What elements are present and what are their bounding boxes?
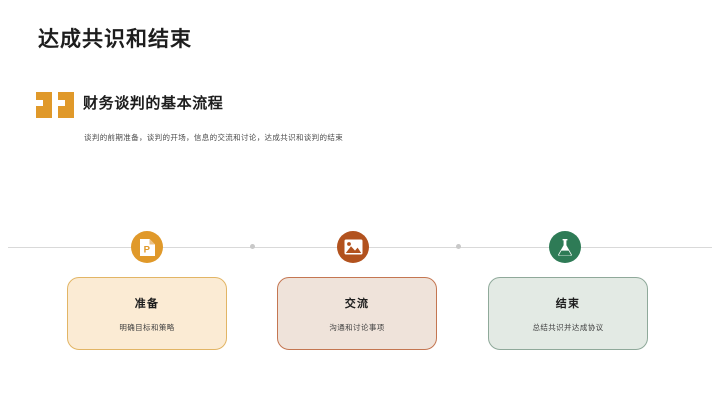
quote-heading: 财务谈判的基本流程 — [83, 95, 224, 112]
timeline-node-communication[interactable] — [337, 231, 369, 263]
flask-icon — [557, 238, 573, 257]
quote-mark-icon — [34, 88, 80, 122]
page-title: 达成共识和结束 — [38, 28, 192, 51]
step-card-description: 明确目标和策略 — [119, 322, 175, 332]
timeline-connector-dot — [250, 244, 255, 249]
step-card-title: 交流 — [344, 297, 370, 310]
svg-text:P: P — [143, 244, 150, 255]
step-card-title: 准备 — [134, 297, 160, 310]
timeline-node-preparation[interactable]: P — [131, 231, 163, 263]
timeline-connector-dot — [456, 244, 461, 249]
step-card-description: 总结共识并达成协议 — [532, 322, 604, 332]
step-card-closing[interactable]: 结束 总结共识并达成协议 — [488, 277, 648, 350]
step-card-communication[interactable]: 交流 沟通和讨论事项 — [277, 277, 437, 350]
quote-subtitle: 谈判的前期准备，谈判的开场，信息的交流和讨论，达成共识和谈判的结束 — [84, 133, 344, 142]
image-picture-icon — [344, 239, 363, 255]
step-card-description: 沟通和讨论事项 — [329, 322, 385, 332]
document-p-icon: P — [139, 238, 156, 257]
step-card-preparation[interactable]: 准备 明确目标和策略 — [67, 277, 227, 350]
step-card-title: 结束 — [555, 297, 581, 310]
timeline-node-closing[interactable] — [549, 231, 581, 263]
